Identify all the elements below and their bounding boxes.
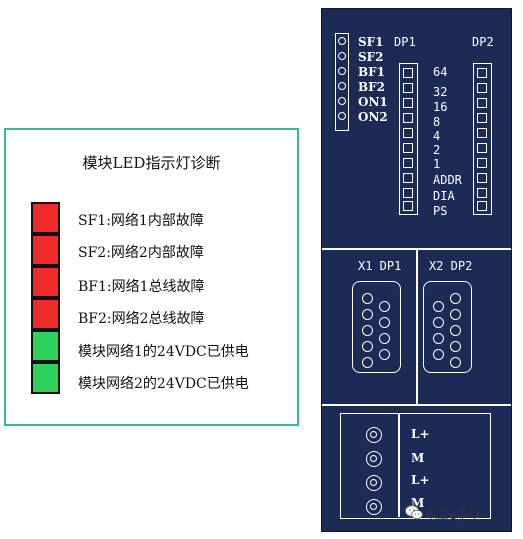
legend-title: 模块LED指示灯诊断: [82, 154, 221, 172]
green-swatch-on2: [31, 362, 60, 394]
terminal-screw-2: [366, 451, 382, 467]
terminal-label-m1: M: [411, 451, 425, 465]
led-sf1-indicator: [337, 37, 346, 45]
legend-item-on2: 模块网络2的24VDC已供电: [78, 376, 249, 392]
dp1-address-switch: [399, 63, 418, 215]
x1-dp1-label: X1 DP1: [358, 259, 402, 273]
x2-dsub-connector: [423, 281, 472, 373]
led-on1-indicator: [337, 97, 346, 105]
terminal-divider: [398, 414, 400, 517]
power-terminal-block: L+ M L+ M: [340, 413, 491, 519]
led-label-bf1: BF1: [358, 65, 386, 79]
legend-item-bf1: BF1:网络1总线故障: [78, 279, 205, 295]
terminal-screw-3: [366, 475, 382, 491]
terminal-screw-4: [366, 499, 382, 515]
terminal-label-l1: L+: [411, 427, 430, 441]
dp2-address-switch: [473, 63, 492, 215]
divider-bottom: [322, 404, 511, 406]
addr-label-64: 64: [433, 65, 448, 79]
legend-item-sf2: SF2:网络2内部故障: [78, 245, 204, 261]
terminal-screw-1: [366, 427, 382, 443]
addr-label-1: 1: [433, 157, 441, 171]
led-label-on1: ON1: [358, 95, 388, 109]
addr-label-4: 4: [433, 129, 441, 143]
led-label-on2: ON2: [358, 110, 388, 124]
led-on2-indicator: [337, 112, 346, 120]
addr-label-dia: DIA: [433, 189, 455, 203]
red-swatch-sf1: [31, 202, 60, 234]
led-legend-box: 模块LED指示灯诊断 SF1:网络1内部故障 SF2:网络2内部故障 BF1:网…: [4, 128, 299, 426]
led-bf2-indicator: [337, 82, 346, 90]
legend-item-on1: 模块网络1的24VDC已供电: [78, 344, 249, 360]
led-sf2-indicator: [337, 52, 346, 60]
legend-item-sf1: SF1:网络1内部故障: [78, 213, 204, 229]
terminal-label-l2: L+: [411, 473, 430, 487]
divider-middle: [416, 248, 418, 404]
addr-label-16: 16: [433, 100, 448, 114]
led-label-bf2: BF2: [358, 80, 386, 94]
red-swatch-sf2: [31, 234, 60, 266]
dp-coupler-module: SF1 SF2 BF1 BF2 ON1 ON2 DP1 DP2 64 32 16…: [321, 8, 512, 532]
addr-label-addr: ADDR: [433, 173, 462, 187]
led-column: [335, 33, 349, 131]
led-label-sf1: SF1: [358, 35, 384, 49]
legend-item-bf2: BF2:网络2总线故障: [78, 311, 205, 327]
addr-label-2: 2: [433, 143, 441, 157]
addr-label-ps: PS: [433, 204, 448, 218]
x1-dsub-connector: [352, 281, 401, 373]
dp1-label: DP1: [394, 35, 416, 49]
led-bf1-indicator: [337, 67, 346, 75]
x2-dp2-label: X2 DP2: [429, 259, 473, 273]
green-swatch-on1: [31, 330, 60, 362]
addr-label-32: 32: [433, 85, 448, 99]
red-swatch-bf2: [31, 298, 60, 330]
led-label-sf2: SF2: [358, 50, 384, 64]
addr-label-8: 8: [433, 115, 441, 129]
red-swatch-bf1: [31, 266, 60, 298]
wechat-icon: [405, 505, 423, 520]
dp2-label: DP2: [472, 35, 494, 49]
watermark-text: 电工e学堂: [425, 508, 481, 522]
